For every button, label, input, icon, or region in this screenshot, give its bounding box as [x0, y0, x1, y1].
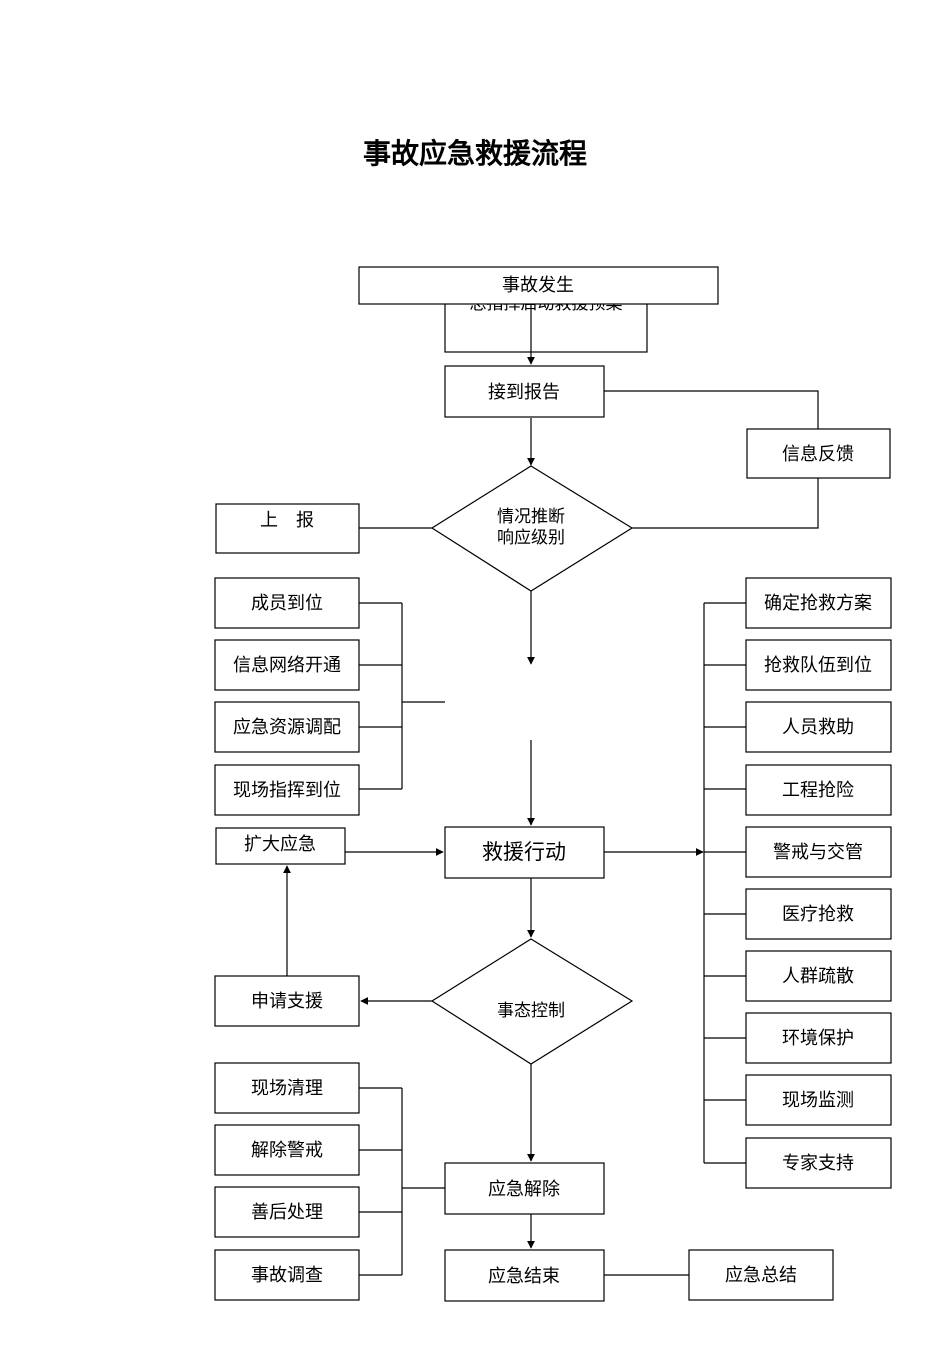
action-item: 环境保护 — [782, 1028, 854, 1049]
action-items: 确定抢救方案 抢救队伍到位 人员救助 工程抢险 警戒与交管 医疗抢救 人群疏散 … — [745, 577, 892, 1189]
after-item: 现场清理 — [251, 1078, 323, 1099]
after-bracket — [359, 1087, 445, 1276]
expand-box: 扩大应急 — [215, 827, 346, 865]
request-support-box: 申请支援 — [214, 975, 360, 1027]
prep-item: 应急资源调配 — [233, 717, 341, 738]
action-item: 抢救队伍到位 — [764, 655, 872, 676]
release-label: 应急解除 — [488, 1179, 560, 1200]
start-label: 事故发生 — [502, 275, 574, 296]
action-item: 医疗抢救 — [782, 904, 854, 925]
action-item: 人员救助 — [782, 717, 854, 738]
prep-item: 成员到位 — [251, 593, 323, 614]
receive-report-box: 接到报告 — [444, 365, 605, 418]
after-item: 善后处理 — [251, 1202, 323, 1223]
start-box: 事故发生 — [358, 266, 719, 305]
action-bracket — [604, 602, 746, 1164]
rescue-action-box: 救援行动 — [444, 826, 605, 879]
prep-item: 信息网络开通 — [233, 655, 341, 676]
rescue-action-label: 救援行动 — [482, 840, 566, 864]
report-up-box: 上 报 — [215, 503, 360, 554]
action-item: 人群疏散 — [782, 966, 854, 987]
judge-line2: 响应级别 — [497, 528, 565, 548]
prep-bracket — [359, 602, 445, 790]
expand-label: 扩大应急 — [244, 834, 316, 855]
release-box: 应急解除 — [444, 1162, 605, 1215]
end-box: 应急结束 — [444, 1249, 605, 1302]
after-items: 现场清理 解除警戒 善后处理 事故调查 — [214, 1062, 360, 1301]
summary-label: 应急总结 — [725, 1265, 797, 1286]
end-label: 应急结束 — [488, 1266, 560, 1287]
line-feedback-to-judge — [632, 478, 819, 529]
judge-diamond: 情况推断 响应级别 — [430, 465, 634, 592]
action-item: 现场监测 — [782, 1090, 854, 1111]
summary-box: 应急总结 — [688, 1249, 834, 1301]
action-item: 确定抢救方案 — [764, 593, 872, 614]
receive-report-label: 接到报告 — [488, 382, 560, 403]
action-item: 专家支持 — [782, 1153, 854, 1174]
state-control-diamond: 事态控制 — [430, 938, 634, 1065]
action-item: 工程抢险 — [782, 780, 854, 801]
judge-line1: 情况推断 — [497, 507, 565, 527]
after-item: 解除警戒 — [251, 1140, 323, 1161]
info-feedback-label: 信息反馈 — [782, 444, 854, 465]
prep-item: 现场指挥到位 — [233, 780, 341, 801]
report-up-label: 上 报 — [260, 510, 314, 531]
prep-items: 成员到位 信息网络开通 应急资源调配 现场指挥到位 — [214, 577, 360, 816]
line-report-to-feedback — [604, 390, 819, 429]
action-item: 警戒与交管 — [773, 842, 863, 863]
info-feedback-box: 信息反馈 — [746, 428, 891, 479]
page-title: 事故应急救援流程 — [362, 137, 587, 170]
state-control-label: 事态控制 — [497, 1001, 565, 1021]
request-support-label: 申请支援 — [251, 991, 323, 1012]
after-item: 事故调查 — [251, 1265, 323, 1286]
